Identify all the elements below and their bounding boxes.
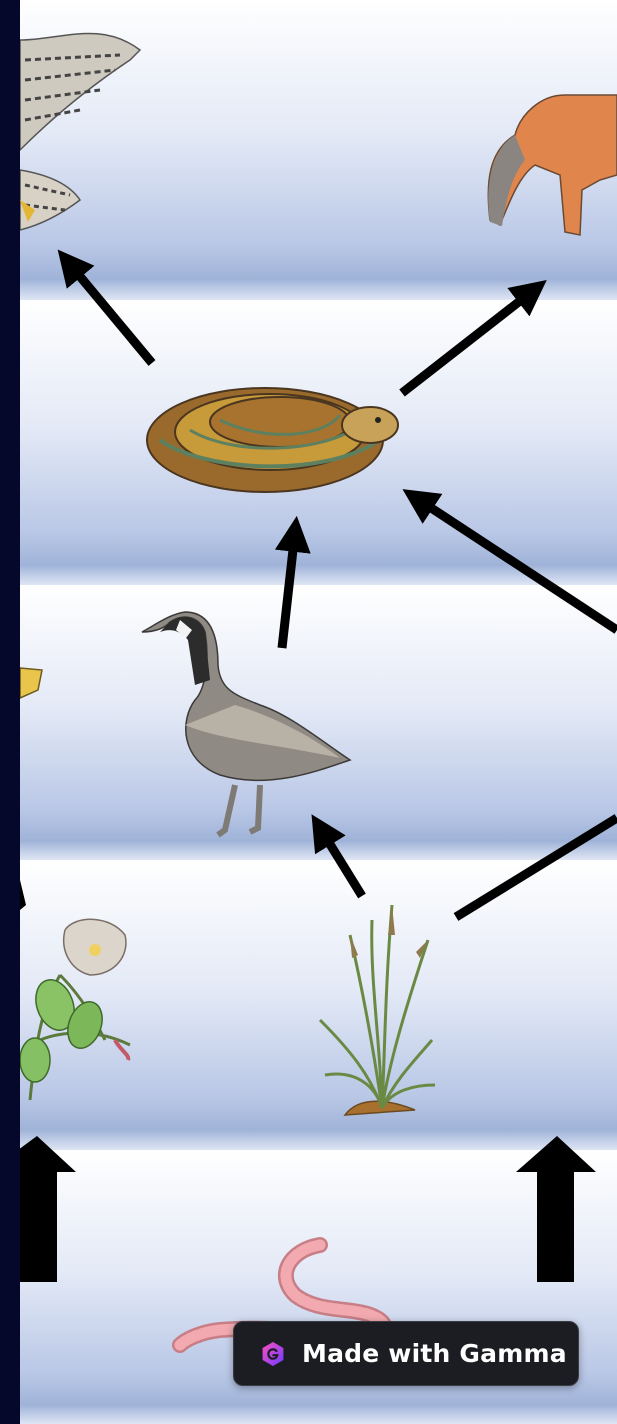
background-bands xyxy=(20,0,617,1424)
left-edge-bar xyxy=(0,0,20,1424)
gamma-logo-icon xyxy=(258,1339,288,1369)
food-web-diagram xyxy=(20,0,617,1424)
made-with-gamma-badge[interactable]: Made with Gamma xyxy=(233,1321,579,1386)
badge-label: Made with Gamma xyxy=(302,1339,567,1368)
